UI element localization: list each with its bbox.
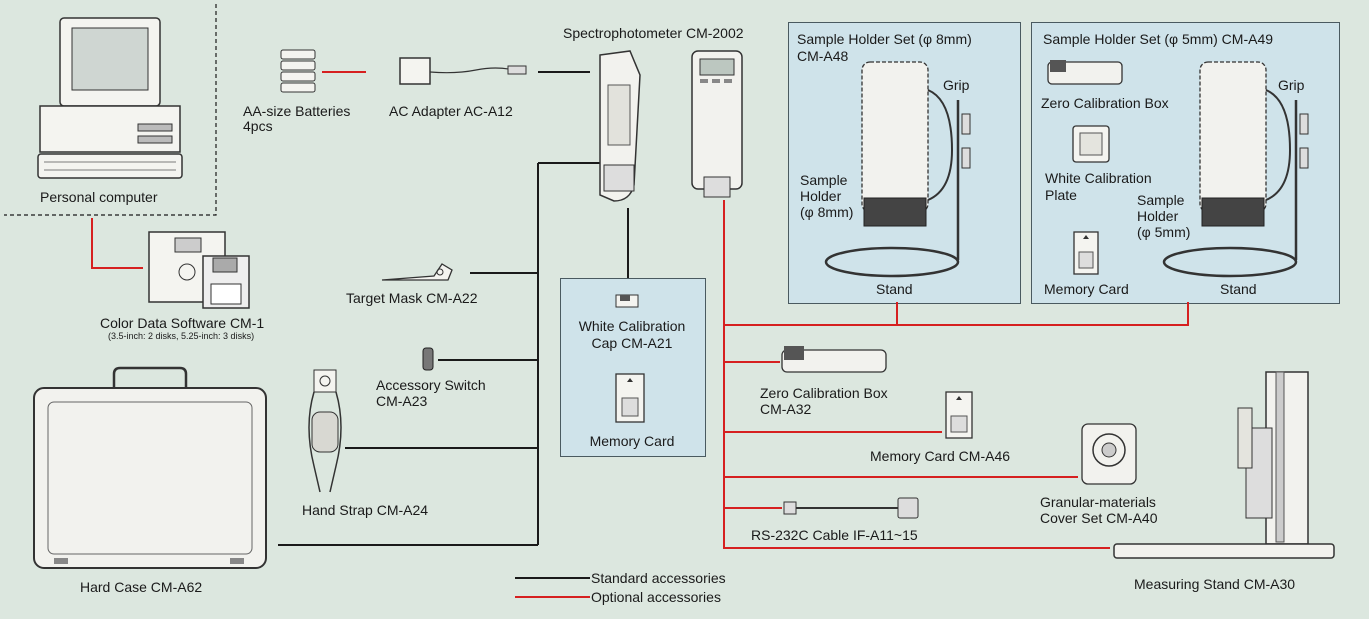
switch-label-1: Accessory Switch bbox=[376, 377, 486, 393]
holder5-holder-2: Holder bbox=[1137, 208, 1179, 224]
batteries-label-2: 4pcs bbox=[243, 118, 273, 134]
holder5-stand: Stand bbox=[1220, 281, 1257, 297]
zero-box-icon bbox=[781, 346, 887, 373]
legend-standard: Standard accessories bbox=[591, 570, 726, 586]
software-note: (3.5-inch: 2 disks, 5.25-inch: 3 disks) bbox=[108, 331, 255, 341]
granular-label-1: Granular-materials bbox=[1040, 494, 1156, 510]
cable-label: RS-232C Cable IF-A11~15 bbox=[751, 527, 918, 543]
floppy-disk-icon bbox=[148, 231, 250, 309]
legend-optional: Optional accessories bbox=[591, 589, 721, 605]
granular-cover-icon bbox=[1081, 423, 1137, 485]
holder5-card: Memory Card bbox=[1044, 281, 1129, 297]
cap-label-2: Cap CM-A21 bbox=[591, 335, 673, 351]
holder5-title: Sample Holder Set (φ 5mm) CM-A49 bbox=[1043, 31, 1274, 47]
holder5-zero-box: Zero Calibration Box bbox=[1041, 95, 1169, 111]
memory-card-icon bbox=[945, 391, 973, 439]
calibration-cap-icon bbox=[615, 294, 639, 308]
holder8-holder-2: Holder bbox=[800, 188, 842, 204]
sample-holder-icon bbox=[824, 61, 971, 278]
mem-card-label: Memory Card CM-A46 bbox=[870, 448, 1011, 464]
device-label: Spectrophotometer CM-2002 bbox=[563, 25, 744, 41]
zero-box-label-1: Zero Calibration Box bbox=[760, 385, 888, 401]
holder5-holder-1: Sample bbox=[1137, 192, 1185, 208]
holder8-holder-1: Sample bbox=[800, 172, 848, 188]
holder5-plate-1: White Calibration bbox=[1045, 170, 1152, 186]
cap-label-1: White Calibration bbox=[578, 318, 686, 334]
battery-icon bbox=[280, 49, 316, 93]
spectrophotometer-icon bbox=[599, 50, 743, 202]
batteries-label-1: AA-size Batteries bbox=[243, 103, 351, 119]
software-label: Color Data Software CM-1 bbox=[100, 315, 265, 331]
zero-box-icon bbox=[1047, 60, 1123, 85]
ac-adapter-icon bbox=[399, 57, 527, 85]
switch-label-2: CM-A23 bbox=[376, 393, 428, 409]
strap-label: Hand Strap CM-A24 bbox=[302, 502, 429, 518]
target-mask-icon bbox=[381, 263, 453, 281]
memory-card-icon bbox=[1073, 231, 1099, 275]
memory-card-icon bbox=[615, 373, 645, 423]
std-card-label: Memory Card bbox=[589, 433, 675, 449]
holder8-holder-3: (φ 8mm) bbox=[800, 204, 854, 220]
stand30-label: Measuring Stand CM-A30 bbox=[1134, 576, 1296, 592]
zero-box-label-2: CM-A32 bbox=[760, 401, 812, 417]
pc-label: Personal computer bbox=[40, 189, 158, 205]
holder8-title-2: CM-A48 bbox=[797, 48, 849, 64]
switch-icon bbox=[422, 347, 434, 371]
holder8-grip: Grip bbox=[943, 77, 970, 93]
sample-holder-icon bbox=[1162, 61, 1309, 278]
target-mask-label: Target Mask CM-A22 bbox=[346, 290, 478, 306]
cable-icon bbox=[783, 497, 919, 519]
adapter-label: AC Adapter AC-A12 bbox=[389, 103, 513, 119]
hand-strap-icon bbox=[308, 369, 342, 493]
holder5-holder-3: (φ 5mm) bbox=[1137, 224, 1191, 240]
briefcase-icon bbox=[33, 366, 267, 569]
granular-label-2: Cover Set CM-A40 bbox=[1040, 510, 1158, 526]
standard-accessory-box bbox=[560, 278, 706, 457]
holder8-stand: Stand bbox=[876, 281, 913, 297]
computer-icon bbox=[37, 17, 183, 179]
holder8-title-1: Sample Holder Set (φ 8mm) bbox=[797, 31, 972, 47]
measuring-stand-icon bbox=[1113, 371, 1335, 559]
calibration-plate-icon bbox=[1072, 125, 1110, 163]
holder5-grip: Grip bbox=[1278, 77, 1305, 93]
holder5-plate-2: Plate bbox=[1045, 187, 1077, 203]
case-label: Hard Case CM-A62 bbox=[80, 579, 203, 595]
